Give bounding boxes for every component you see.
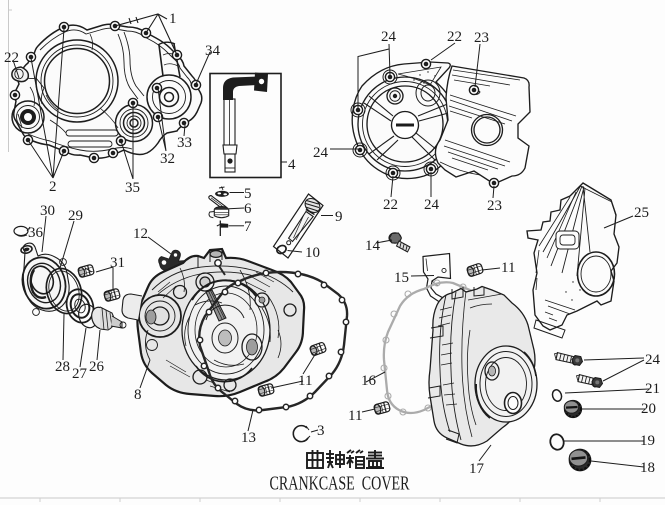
svg-text:20: 20 — [641, 401, 656, 417]
svg-text:34: 34 — [205, 43, 221, 59]
svg-text:6: 6 — [244, 201, 252, 217]
svg-text:32: 32 — [160, 151, 175, 167]
svg-text:CRANKCASE COVER: CRANKCASE COVER — [270, 474, 411, 495]
svg-text:11: 11 — [298, 373, 312, 389]
svg-text:27: 27 — [72, 366, 88, 382]
svg-text:30: 30 — [40, 203, 55, 219]
svg-text:25: 25 — [634, 205, 649, 221]
svg-text:10: 10 — [305, 245, 320, 261]
svg-text:1: 1 — [169, 11, 177, 27]
svg-text:4: 4 — [288, 157, 296, 173]
svg-text:28: 28 — [55, 359, 70, 375]
svg-text:35: 35 — [125, 180, 140, 196]
svg-text:22: 22 — [4, 50, 19, 66]
svg-text:26: 26 — [89, 359, 105, 375]
svg-text:18: 18 — [640, 460, 655, 476]
svg-text:12: 12 — [133, 226, 148, 242]
svg-text:2: 2 — [49, 179, 57, 195]
svg-text:5: 5 — [244, 186, 252, 202]
svg-text:31: 31 — [110, 255, 125, 271]
svg-text:33: 33 — [177, 135, 192, 151]
svg-text:24: 24 — [313, 145, 329, 161]
svg-text:15: 15 — [394, 270, 409, 286]
svg-text:7: 7 — [244, 219, 252, 235]
svg-text:3: 3 — [317, 423, 325, 439]
svg-text:22: 22 — [447, 29, 462, 45]
svg-text:24: 24 — [381, 29, 397, 45]
svg-text:24: 24 — [424, 197, 440, 213]
svg-text:36: 36 — [28, 225, 44, 241]
svg-text:23: 23 — [474, 30, 489, 46]
svg-text:24: 24 — [645, 352, 661, 368]
svg-text:8: 8 — [134, 387, 142, 403]
svg-text:9: 9 — [335, 209, 343, 225]
svg-text:11: 11 — [348, 408, 362, 424]
svg-text:16: 16 — [361, 373, 377, 389]
svg-text:14: 14 — [365, 238, 381, 254]
svg-text:13: 13 — [241, 430, 256, 446]
svg-text:22: 22 — [383, 197, 398, 213]
svg-text:17: 17 — [469, 461, 485, 477]
svg-text:11: 11 — [501, 260, 515, 276]
svg-text:29: 29 — [68, 208, 83, 224]
svg-text:23: 23 — [487, 198, 502, 214]
svg-text:19: 19 — [640, 433, 655, 449]
svg-text:21: 21 — [645, 381, 660, 397]
